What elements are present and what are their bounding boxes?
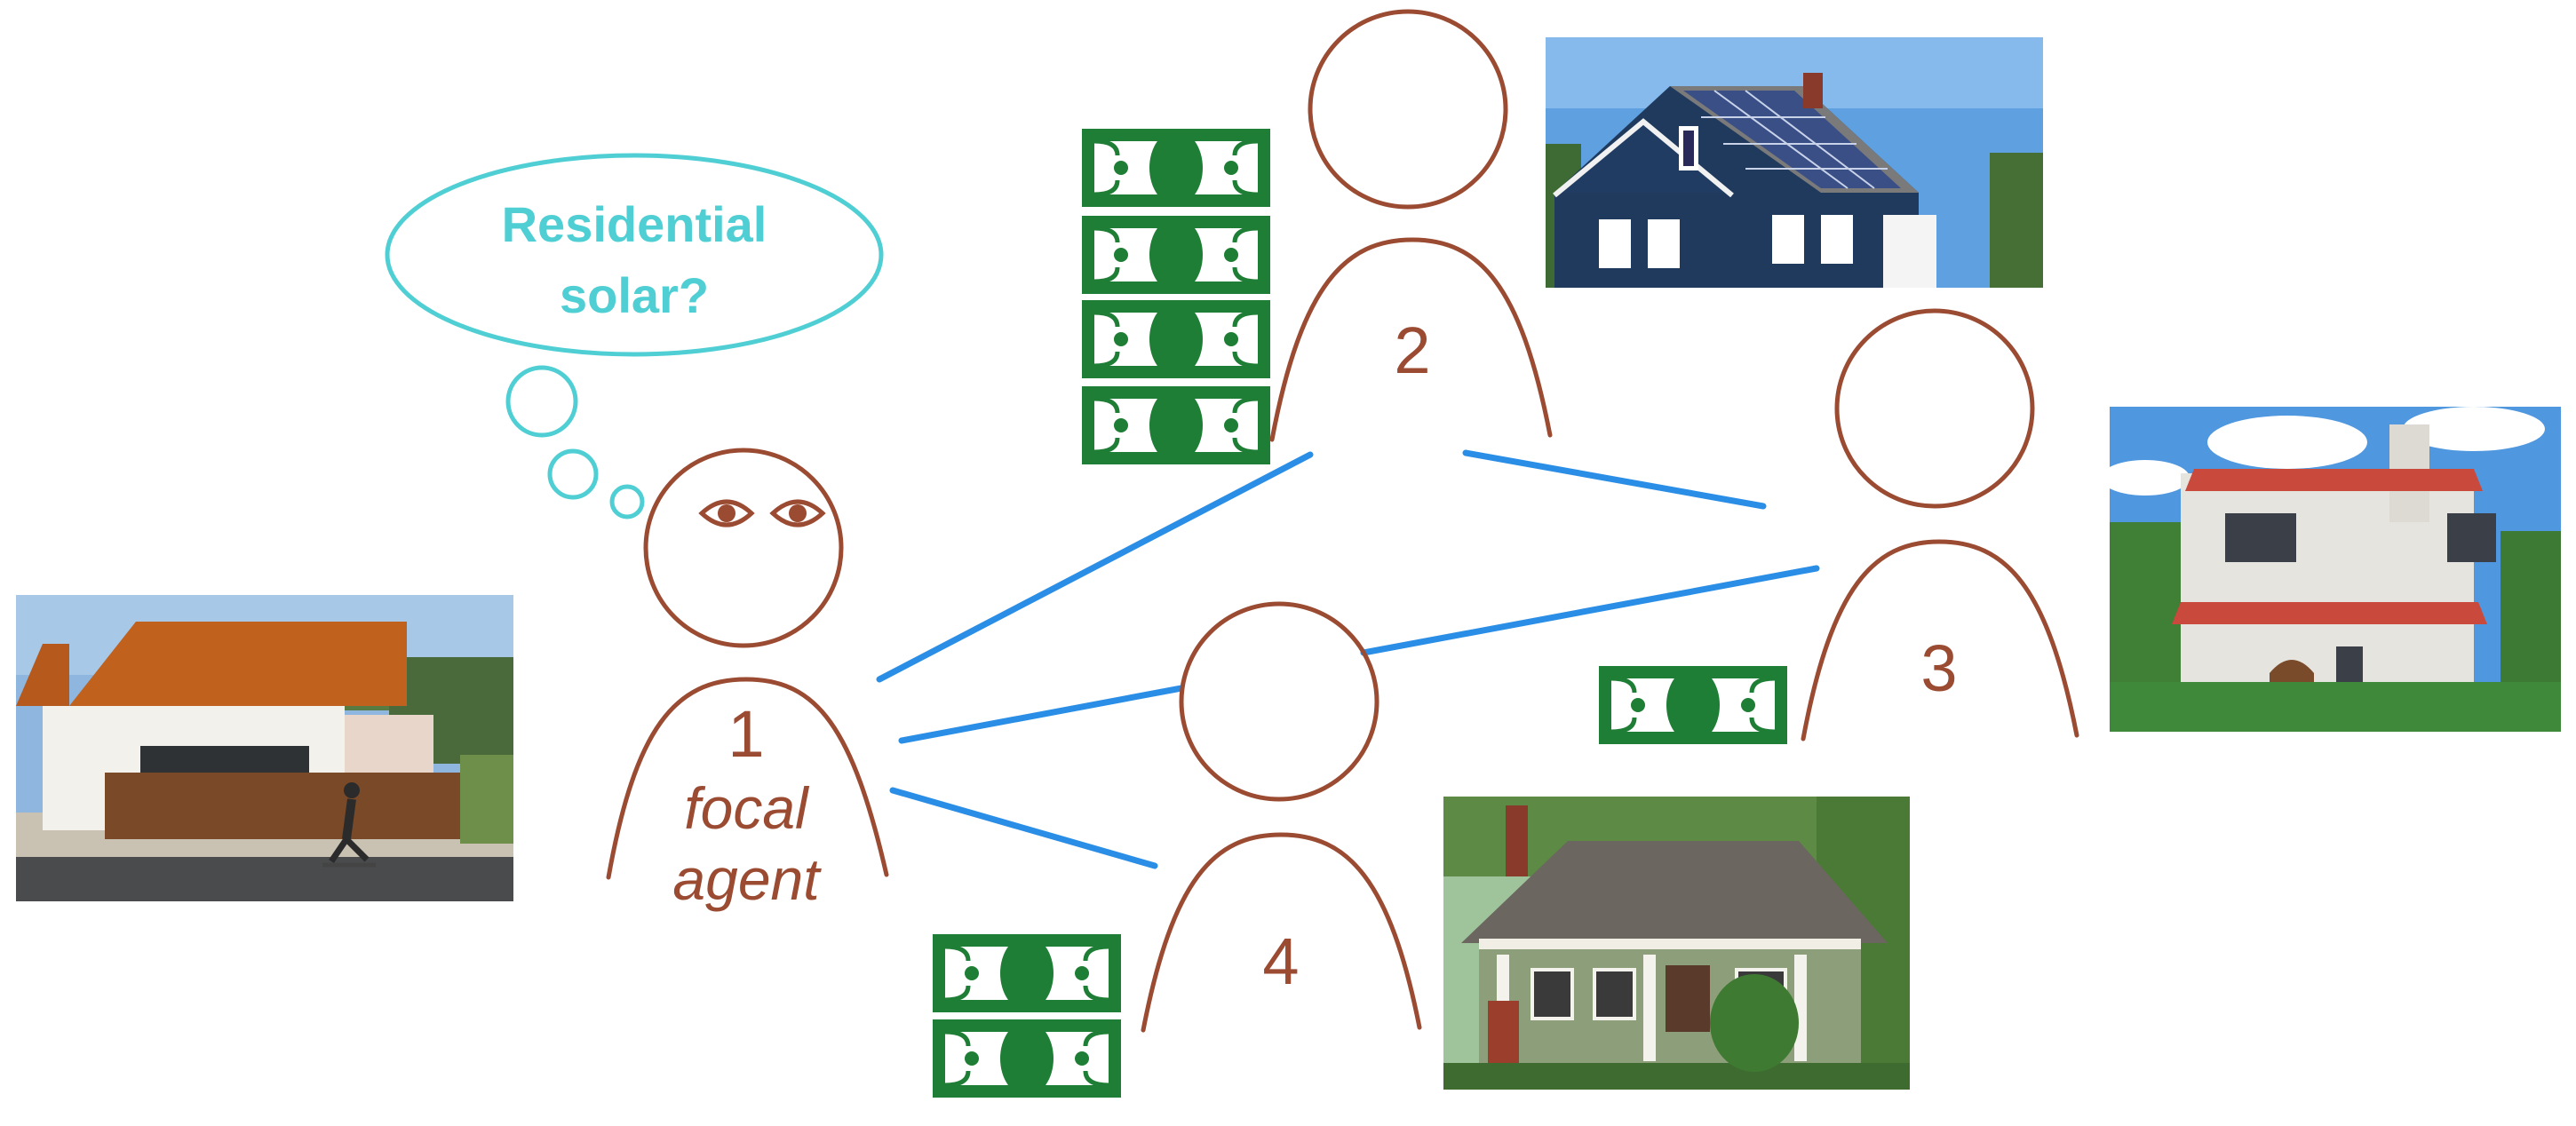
agent-2-body [1269,237,1553,442]
house-photo-agent-2 [1546,37,2043,288]
agent-1-role-line-1: focal [684,775,810,841]
agent-4-head [1179,601,1379,802]
money-stack-agent-4 [933,934,1121,1098]
agent-2-head [1308,9,1508,210]
agent-2-number: 2 [1394,313,1430,387]
thought-line-1: Residential [502,196,767,252]
dollar-bill-icon [1082,216,1270,294]
network-ties [876,449,1820,869]
house-photo-agent-1 [16,595,513,901]
agent-1-number: 1 [727,697,764,771]
dollar-bill-icon [1082,129,1270,207]
dollar-bill-icon [1082,300,1270,378]
money-stack-agent-3 [1599,666,1787,744]
thought-line-2: solar? [560,267,709,323]
tie-1-3 [1360,565,1820,656]
agent-4-body [1141,832,1422,1033]
tie-1-4 [889,787,1158,869]
house-photo-agent-3 [2101,407,2561,732]
agent-3: 3 [1801,308,2079,741]
tie-1-3-via [898,685,1185,744]
agent-1: 1 focal agent [606,448,889,912]
agent-3-head [1834,308,2035,509]
agent-1-body [606,677,889,880]
agent-3-number: 3 [1920,631,1957,705]
tie-2-3 [1462,449,1767,510]
agent-3-body [1801,539,2079,741]
tie-1-2 [876,451,1314,683]
dollar-bill-icon [1599,666,1787,744]
agent-4-number: 4 [1262,924,1299,998]
eyes-icon [698,499,826,527]
dollar-bill-icon [1082,386,1270,464]
agent-4: 4 [1141,601,1422,1033]
dollar-bill-icon [933,934,1121,1012]
money-stack-agent-2 [1082,129,1270,464]
agent-1-head [643,448,844,648]
dollar-bill-icon [933,1019,1121,1098]
agent-1-role-line-2: agent [672,846,822,912]
thought-bubble: Residential solar? [385,153,884,519]
agent-2: 2 [1269,9,1553,442]
house-photo-agent-4 [1443,797,1910,1090]
